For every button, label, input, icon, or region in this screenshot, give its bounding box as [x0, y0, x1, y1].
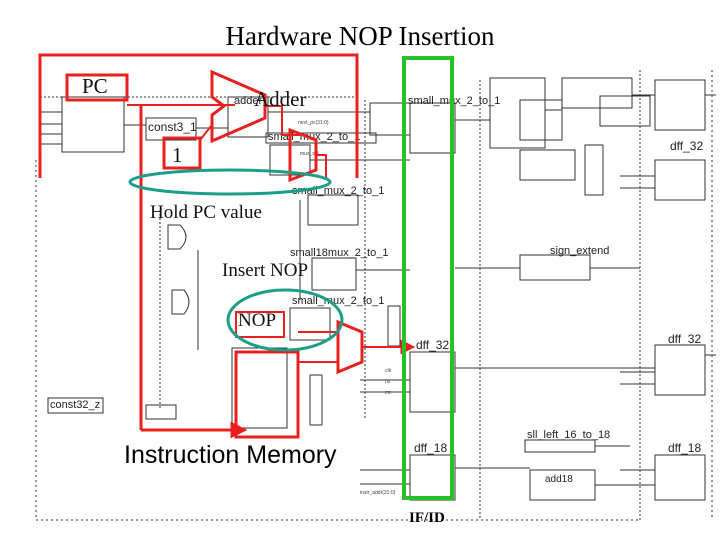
schematic-labels: const3_1 adder small_mux_2_to_1 small_mu… [50, 95, 703, 496]
one-box [162, 136, 202, 170]
red-overlay [38, 53, 416, 439]
dff18-right-block [654, 454, 706, 501]
pc-next-label: next_pc(31:0) [298, 120, 329, 126]
hold-pc-label: Hold PC value [150, 202, 262, 223]
nop-label: NOP [238, 310, 276, 331]
dff32-mid-right-label: dff_32 [668, 332, 701, 346]
sll-label: sll_left_16_to_18 [527, 429, 610, 441]
nop-value-box [235, 311, 285, 338]
hold-pc-highlight [128, 168, 332, 196]
pc-mux-shape [288, 127, 318, 183]
nop-mux-shape [336, 319, 364, 375]
pc-feedback-loop [38, 53, 359, 178]
if-id-register [402, 56, 454, 500]
instruction-memory-block [231, 347, 288, 429]
rst-label: rst [385, 379, 391, 385]
mux-sel-label: mux_sel [300, 151, 319, 157]
if-id-label: IF/ID [409, 510, 445, 526]
const32-label: const32_z [50, 399, 100, 411]
small18-mux-label: small18mux_2_to_1 [290, 247, 388, 259]
const31-box [145, 117, 197, 141]
dff18-label: dff_18 [414, 441, 447, 455]
pc-box [65, 73, 129, 102]
sign-extend-label: sign_extend [550, 245, 609, 257]
dff32-mid-right-block [654, 159, 706, 201]
dff18-block [409, 454, 456, 501]
small-mux-nop-box [289, 307, 331, 341]
dff32-top-label: dff_32 [670, 139, 703, 153]
small-mux-nop-label: small_mux_2_to_1 [292, 295, 384, 307]
dff32-top-block [654, 79, 706, 131]
one-label: 1 [172, 143, 183, 167]
dff18-right-label: dff_18 [668, 441, 701, 455]
instr-addr-label: instr_addr(31:0) [360, 490, 396, 496]
small-mux-top-label: small_mux_2_to_1 [408, 95, 500, 107]
small-mux-hold-box [307, 194, 359, 226]
instruction-memory-red-box [234, 350, 300, 439]
pc-register-box [61, 96, 125, 153]
add18-label: add18 [545, 474, 573, 485]
instruction-memory-label: Instruction Memory [124, 441, 337, 469]
const32-box [47, 397, 104, 414]
const31-label: const3_1 [148, 120, 197, 134]
dff32-mid-left-block [409, 351, 456, 413]
pc-label: PC [82, 74, 108, 98]
adder-block-label: adder [234, 95, 262, 107]
dff32-mid-left-label: dff_32 [416, 338, 449, 352]
adder-label: Adder [254, 87, 306, 111]
small18-mux-box [311, 257, 357, 291]
adder-shape [210, 69, 267, 144]
clk-label: clk [385, 368, 392, 374]
background-schematic [35, 70, 716, 521]
nop-highlight [226, 288, 344, 352]
page-title: Hardware NOP Insertion [226, 21, 495, 51]
sign-extend-box [519, 254, 591, 281]
insert-nop-label: Insert NOP [222, 260, 308, 281]
en-label: en [385, 390, 391, 396]
